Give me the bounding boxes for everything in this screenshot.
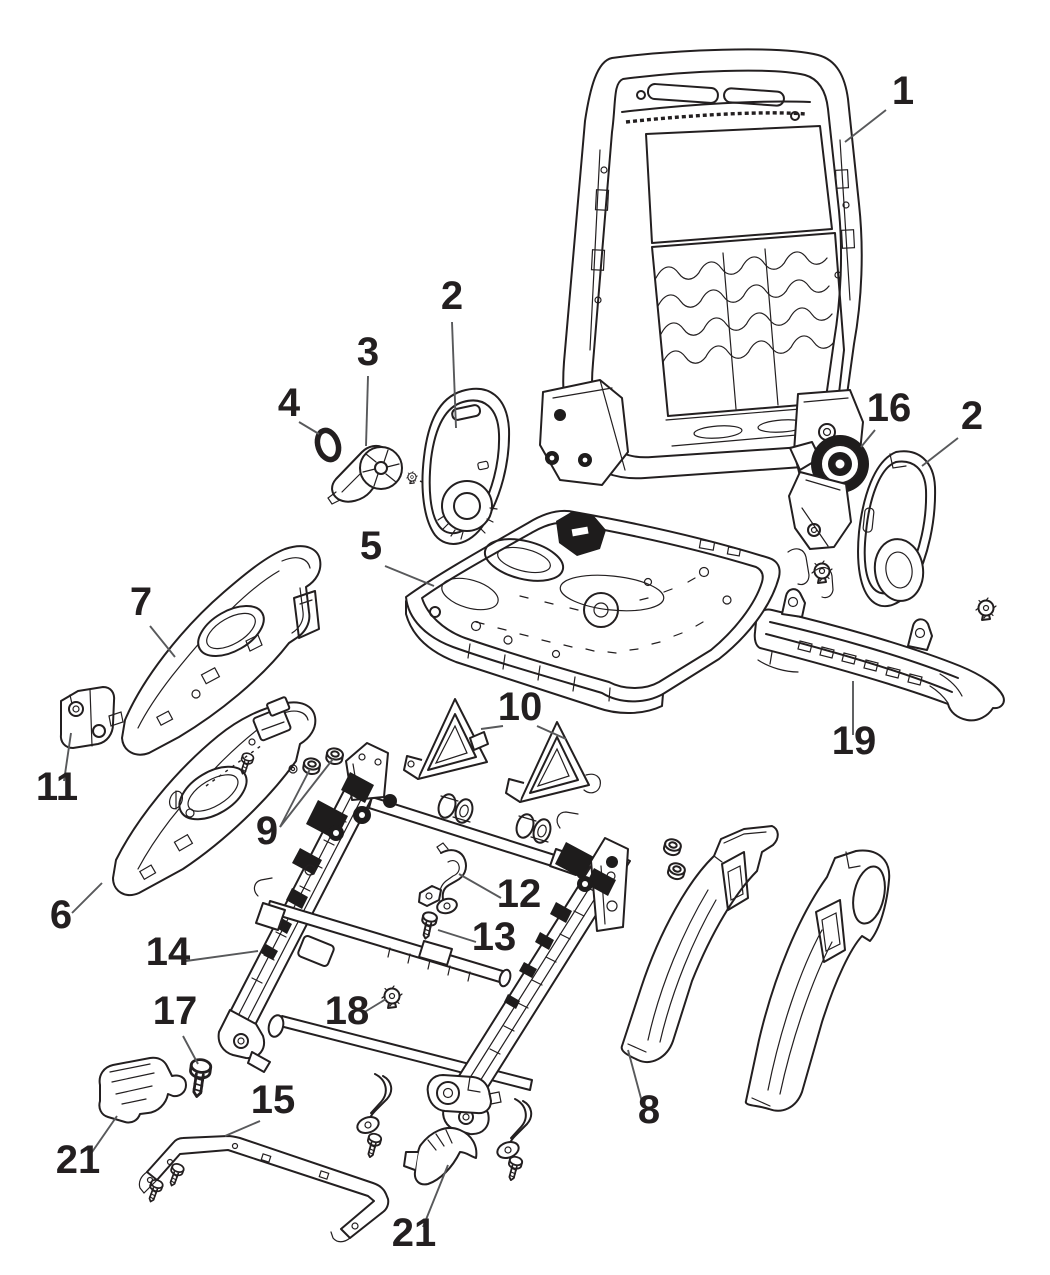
callout-6-label: 6 <box>50 893 72 937</box>
part-7-front-shield-outer <box>121 545 322 756</box>
callout-6-leader <box>71 882 103 914</box>
callout-18-label: 18 <box>325 989 370 1033</box>
callout-21-label: 21 <box>392 1211 437 1255</box>
part-11-bracket-cover <box>59 686 124 749</box>
callout-9-label: 9 <box>256 809 278 853</box>
callout-19-label: 19 <box>832 719 877 763</box>
part-21-end-cap-left <box>98 1056 187 1124</box>
callout-21-leader <box>422 1164 449 1228</box>
part-19-rear-shield <box>753 560 1005 722</box>
callout-11-label: 11 <box>36 765 78 809</box>
callout-17-label: 17 <box>153 989 198 1033</box>
callout-14-label: 14 <box>146 930 191 974</box>
callout-12-label: 12 <box>497 872 542 916</box>
part-18-nut <box>381 985 403 1009</box>
part-4-trim-ring <box>314 427 342 463</box>
bolt-icon <box>975 597 997 621</box>
seat-shield-outboard <box>744 849 891 1112</box>
spacer-bushings <box>437 793 552 844</box>
nut-icon <box>324 746 345 767</box>
callout-10-leader <box>480 725 504 730</box>
nut-icon <box>301 756 322 777</box>
callout-4-leader <box>298 421 320 435</box>
callout-11-leader <box>63 732 72 782</box>
callout-3-label: 3 <box>357 330 379 374</box>
part-1-seat-back-frame <box>539 48 864 507</box>
callout-17-leader <box>182 1035 199 1065</box>
callout-21-leader <box>89 1115 118 1156</box>
callout-1-leader <box>844 109 887 143</box>
part-10-riser-brackets <box>403 698 601 803</box>
callout-18-leader <box>362 998 387 1014</box>
callout-15-leader <box>224 1120 261 1137</box>
bolt-icon <box>811 560 833 584</box>
part-12-strap-bracket <box>418 842 467 915</box>
callout-14-leader <box>185 950 259 962</box>
nut-icon <box>661 836 684 858</box>
callout-15-label: 15 <box>251 1078 296 1122</box>
callout-13-label: 13 <box>472 915 517 959</box>
part-17-screw <box>185 1056 213 1100</box>
part-2-recliner-cover-inboard <box>405 387 511 545</box>
callout-7-label: 7 <box>130 580 152 624</box>
callout-10-leader <box>536 725 567 740</box>
callout-2-label: 2 <box>441 274 463 318</box>
anchor-plate <box>426 1074 502 1115</box>
callout-3-leader <box>365 375 369 447</box>
callout-9-leader <box>279 758 334 828</box>
callout-5-label: 5 <box>360 524 382 568</box>
nut-icon <box>665 860 688 882</box>
part-14-seat-adjuster <box>217 742 688 1136</box>
screw-icon <box>503 1154 525 1183</box>
callout-4-label: 4 <box>278 381 301 425</box>
callout-10-label: 10 <box>498 685 543 729</box>
part-9-fasteners <box>288 746 345 777</box>
part-13-screw <box>417 910 439 941</box>
callout-8-label: 8 <box>638 1088 660 1132</box>
callout-1-label: 1 <box>892 69 914 113</box>
part-5-seat-pan <box>405 509 834 715</box>
callout-2-label: 2 <box>961 394 983 438</box>
callout-12-leader <box>458 873 502 899</box>
screw-icon <box>362 1131 384 1160</box>
callout-13-leader <box>437 929 477 943</box>
part-3-recliner-handle <box>327 444 403 505</box>
callout-21-label: 21 <box>56 1138 101 1182</box>
callout-2-leader <box>921 437 959 467</box>
part-8-seat-shield <box>620 825 779 1063</box>
part-16-recliner-mechanism <box>788 435 869 550</box>
callout-7-leader <box>149 625 176 658</box>
callout-16-label: 16 <box>867 386 912 430</box>
part-15-support-bar <box>138 1135 390 1243</box>
callout-8-leader <box>627 1049 643 1103</box>
callout-9-leader <box>279 768 311 828</box>
callout-2-leader <box>451 321 457 429</box>
part-2-recliner-cover-outboard <box>857 450 937 607</box>
part-6-front-shield-inner <box>112 696 317 897</box>
screw-icon <box>405 470 419 485</box>
part-21-end-cap-center <box>403 1127 478 1186</box>
callout-5-leader <box>384 565 435 587</box>
callout-16-leader <box>860 429 876 448</box>
